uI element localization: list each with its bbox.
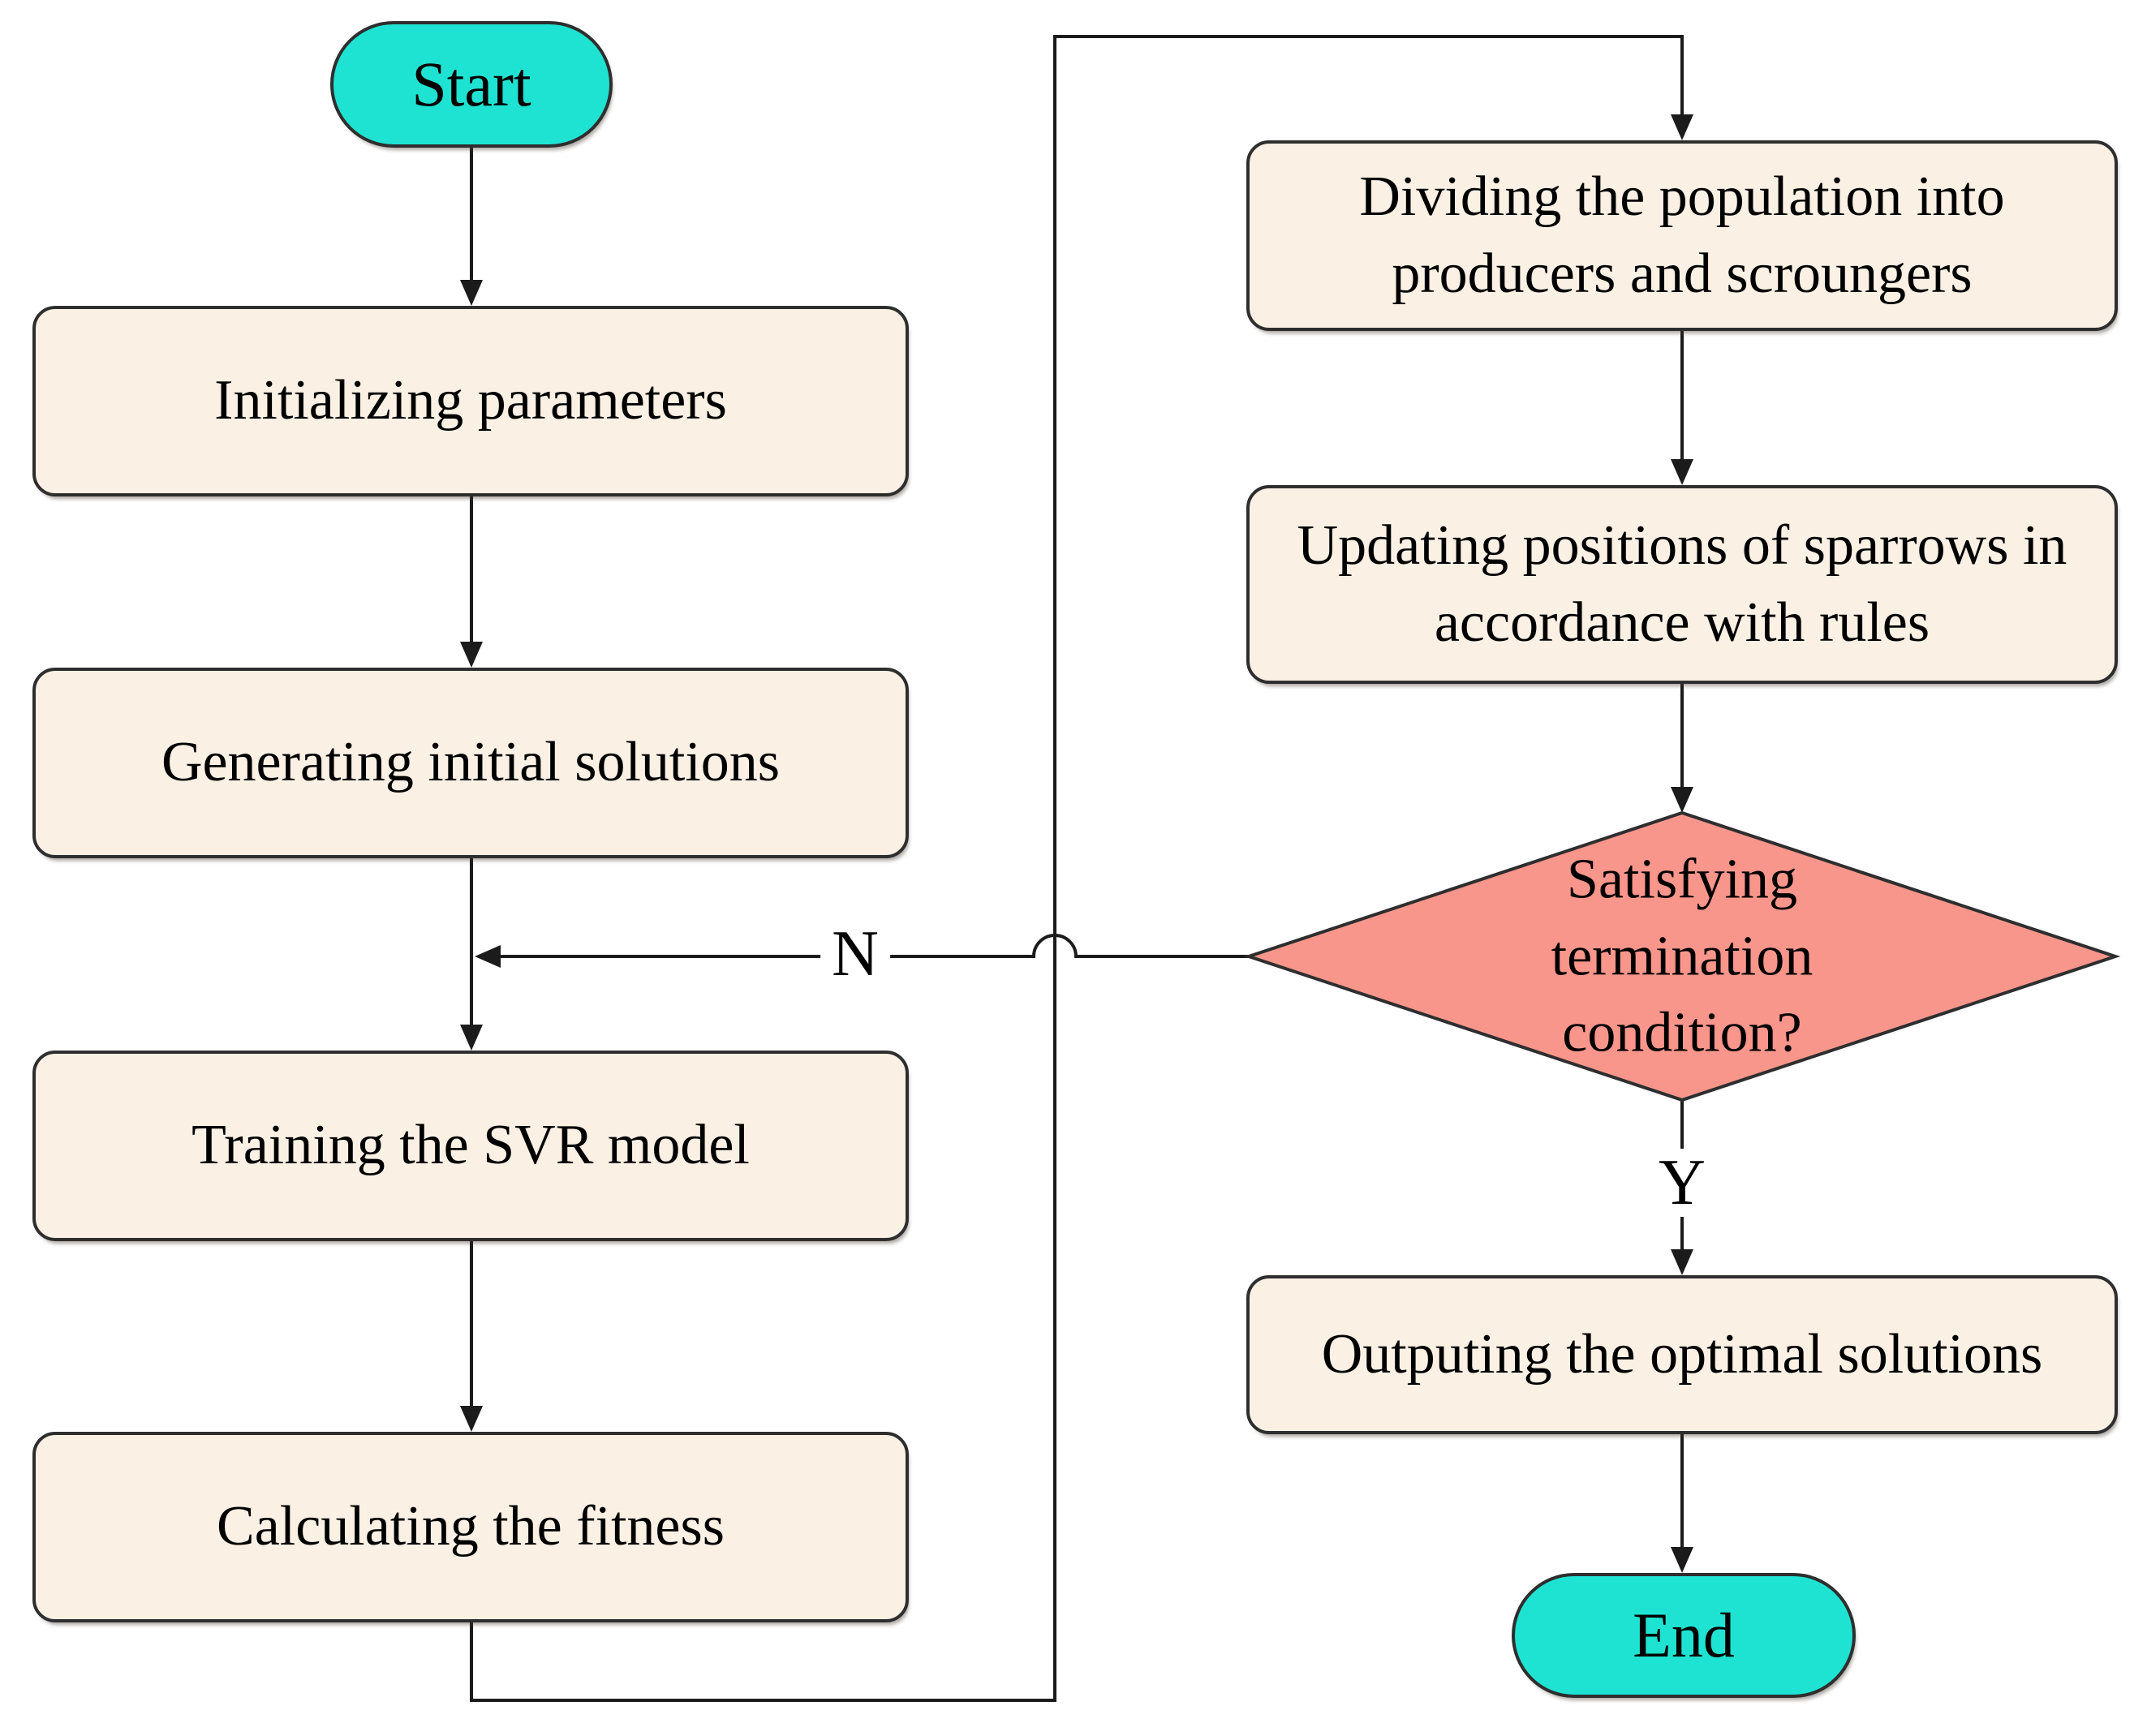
arrowhead-into-train	[460, 1025, 483, 1051]
decision-diamond-shape	[1243, 810, 2121, 1102]
edge-loop-fitness-divide	[470, 35, 1684, 1702]
node-outputing-optimal-solutions: Outputing the optimal solutions	[1246, 1275, 2118, 1434]
node-updating-positions: Updating positions of sparrows in accord…	[1246, 485, 2118, 684]
node-calculating-fitness: Calculating the fitness	[32, 1432, 909, 1622]
node-generating-initial-solutions: Generating initial solutions	[32, 668, 909, 858]
node-train-label: Training the SVR model	[191, 1114, 750, 1177]
arrowhead-into-update	[1671, 459, 1693, 485]
node-update-label: Updating positions of sparrows in accord…	[1297, 514, 2067, 654]
arrowhead-into-init	[460, 280, 483, 306]
node-dividing-population: Dividing the population into producers a…	[1246, 140, 2118, 331]
node-training-svr-model: Training the SVR model	[32, 1051, 909, 1241]
arrowhead-into-divide	[1671, 114, 1693, 140]
arrowhead-no-branch	[475, 945, 501, 968]
arrowhead-into-decision	[1671, 787, 1693, 813]
node-generate-label: Generating initial solutions	[161, 731, 781, 794]
arrowhead-into-output	[1671, 1249, 1693, 1275]
node-start-label: Start	[411, 49, 531, 120]
edge-decision-no	[480, 934, 1249, 958]
arrowhead-into-end	[1671, 1547, 1693, 1573]
node-start: Start	[330, 21, 613, 148]
edge-label-yes: Y	[1647, 1149, 1717, 1217]
node-fitness-label: Calculating the fitness	[217, 1495, 725, 1558]
node-end: End	[1512, 1573, 1856, 1698]
node-divide-label: Dividing the population into producers a…	[1359, 165, 2005, 305]
decision-diamond-label: Satisfying termination condition?	[1551, 848, 1814, 1064]
arrowhead-into-fitness	[460, 1406, 483, 1432]
node-init-label: Initializing parameters	[214, 369, 727, 432]
node-output-label: Outputing the optimal solutions	[1321, 1322, 2043, 1386]
edge-label-no: N	[820, 920, 890, 988]
node-initializing-parameters: Initializing parameters	[32, 306, 909, 496]
arrowhead-into-generate	[460, 642, 483, 668]
node-end-label: End	[1633, 1600, 1735, 1671]
